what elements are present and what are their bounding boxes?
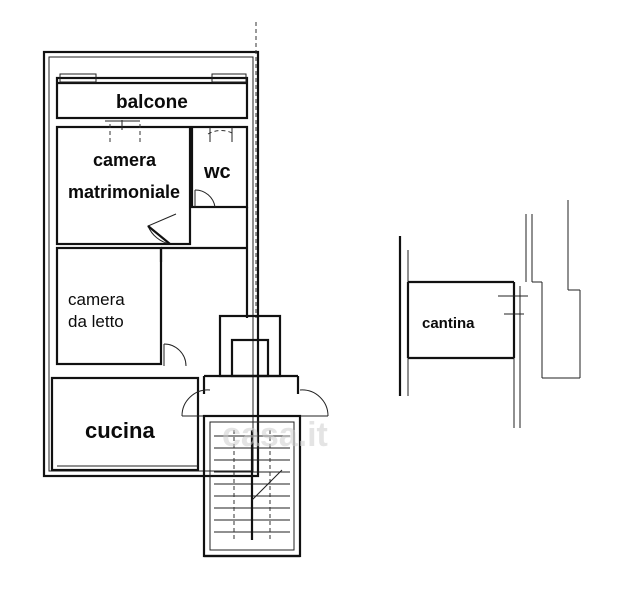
label-camera-da-letto-1: camera — [68, 290, 125, 309]
watermark: casa.it — [222, 416, 328, 454]
camera-da-letto-room — [55, 207, 249, 367]
cantina-plan — [398, 200, 581, 428]
label-wc: wc — [203, 161, 231, 183]
balcone-area — [55, 73, 249, 120]
wc-room — [190, 125, 249, 209]
camera-matrimoniale-room — [55, 120, 192, 246]
label-camera-matrimoniale-2: matrimoniale — [68, 182, 180, 202]
label-balcone: balcone — [116, 92, 188, 113]
cucina-room — [50, 376, 200, 472]
label-camera-da-letto-2: da letto — [68, 312, 124, 331]
stairwell — [181, 314, 329, 558]
apartment-outline — [42, 50, 260, 478]
label-cantina: cantina — [422, 315, 475, 332]
label-camera-matrimoniale-1: camera — [93, 150, 157, 170]
label-cucina: cucina — [85, 418, 155, 443]
